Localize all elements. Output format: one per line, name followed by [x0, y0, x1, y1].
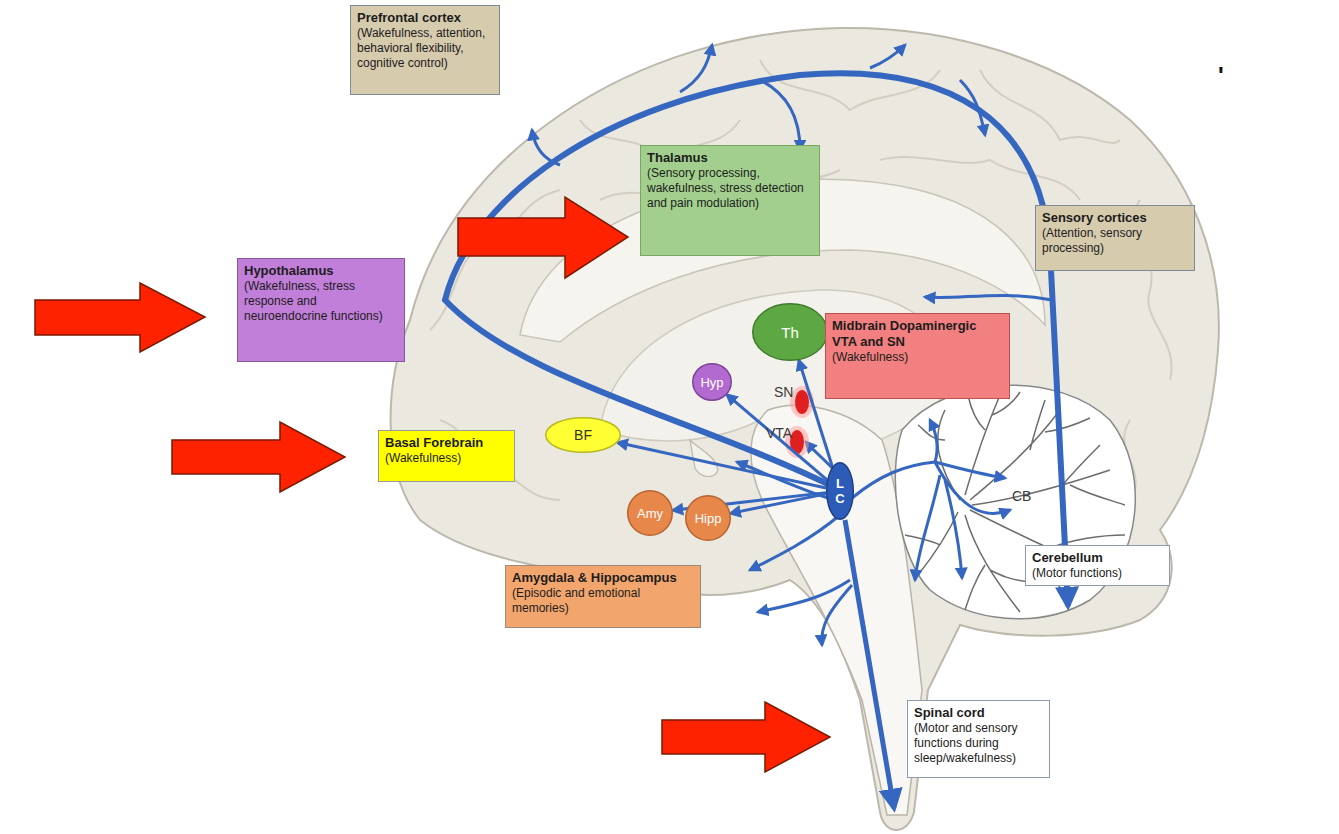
box-heading: Midbrain Dopaminergic VTA and SN — [832, 318, 1003, 350]
folia-line — [965, 515, 1030, 612]
annotation-box: Hypothalamus(Wakefulness, stress respons… — [237, 258, 405, 362]
projection-branch — [915, 475, 940, 580]
red-pointers — [35, 197, 830, 772]
projection-arrow — [731, 494, 827, 514]
box-heading: Sensory cortices — [1042, 210, 1188, 226]
folia-line — [905, 512, 958, 575]
folia-line — [970, 400, 1090, 500]
projection-arc — [445, 73, 1068, 606]
projection-branch — [750, 515, 840, 570]
projection-arrow — [618, 443, 827, 488]
region-circle: Amy — [627, 490, 673, 536]
box-heading: Thalamus — [647, 150, 813, 166]
box-description: (Wakefulness, stress response and neuroe… — [244, 279, 398, 324]
projection-branch — [680, 45, 712, 92]
projection-branch — [532, 130, 560, 165]
projection-arrow — [727, 395, 827, 480]
projection-branch — [870, 45, 905, 68]
box-description: (Episodic and emotional memories) — [512, 586, 694, 616]
annotation-box: Spinal cord(Motor and sensory functions … — [907, 700, 1050, 778]
region-label: Amy — [637, 506, 663, 521]
box-heading: Hypothalamus — [244, 263, 398, 279]
annotation-box: Prefrontal cortex(Wakefulness, attention… — [350, 5, 500, 95]
folia-line — [965, 392, 1020, 495]
box-heading: Basal Forebrain — [385, 435, 508, 451]
box-heading: Amygdala & Hippocampus — [512, 570, 694, 586]
box-description: (Motor and sensory functions during slee… — [914, 721, 1043, 766]
projection-branch — [935, 462, 1005, 478]
red-arrow — [172, 422, 345, 492]
region-shape — [546, 418, 621, 453]
folia-line — [918, 410, 960, 500]
stray-mark: ' — [1218, 62, 1224, 90]
structure-label: CB — [1012, 488, 1031, 504]
projection-branch — [760, 80, 800, 150]
projection-branch — [758, 580, 850, 612]
box-heading: Cerebellum — [1032, 550, 1163, 566]
region-circle: Th — [752, 303, 828, 361]
region-label: BF — [574, 427, 592, 443]
noradrenergic-projections — [445, 45, 1068, 808]
annotation-box: Cerebellum(Motor functions) — [1025, 545, 1170, 586]
projection-branch — [945, 480, 962, 578]
structure-label: SN — [774, 384, 793, 400]
projection-branch — [925, 295, 1052, 300]
region-circle: BF — [545, 417, 621, 453]
box-description: (Sensory processing, wakefulness, stress… — [647, 166, 813, 211]
annotation-box: Sensory cortices(Attention, sensory proc… — [1035, 205, 1195, 271]
region-label: Th — [781, 324, 799, 341]
region-label: Hyp — [700, 375, 723, 390]
region-label: L C — [834, 476, 846, 506]
annotation-box: Thalamus(Sensory processing, wakefulness… — [640, 145, 820, 256]
box-description: (Wakefulness) — [832, 350, 1003, 365]
region-circle: Hipp — [685, 495, 731, 541]
region-shape — [628, 491, 673, 536]
region-circle: Hyp — [692, 363, 732, 401]
region-shape — [753, 304, 828, 361]
box-description: (Wakefulness, attention, behavioral flex… — [357, 26, 493, 71]
projection-branch — [960, 80, 985, 135]
projection-branch — [822, 585, 852, 645]
spinal-projection — [845, 520, 894, 808]
region-shape — [693, 364, 732, 401]
box-heading: Prefrontal cortex — [357, 10, 493, 26]
locus-coeruleus: L C — [826, 462, 854, 520]
region-shape — [686, 496, 731, 541]
box-description: (Motor functions) — [1032, 566, 1163, 581]
annotation-box: Basal Forebrain(Wakefulness) — [378, 430, 515, 482]
cerebellar-projection — [852, 462, 935, 498]
sn-nucleus — [795, 390, 809, 414]
red-arrow — [35, 283, 205, 352]
box-description: (Attention, sensory processing) — [1042, 226, 1188, 256]
box-heading: Spinal cord — [914, 705, 1043, 721]
region-label: Hipp — [695, 511, 722, 526]
structure-label: VTA — [766, 425, 792, 441]
red-arrow — [662, 702, 830, 772]
projection-branch — [930, 420, 937, 462]
annotation-box: Midbrain Dopaminergic VTA and SN(Wakeful… — [825, 313, 1010, 399]
annotation-box: Amygdala & Hippocampus(Episodic and emot… — [505, 565, 701, 628]
region-shape — [827, 463, 854, 520]
sn-nucleus — [790, 386, 814, 418]
box-description: (Wakefulness) — [385, 451, 508, 466]
brain-outline — [391, 28, 1219, 830]
red-arrow — [458, 197, 628, 278]
